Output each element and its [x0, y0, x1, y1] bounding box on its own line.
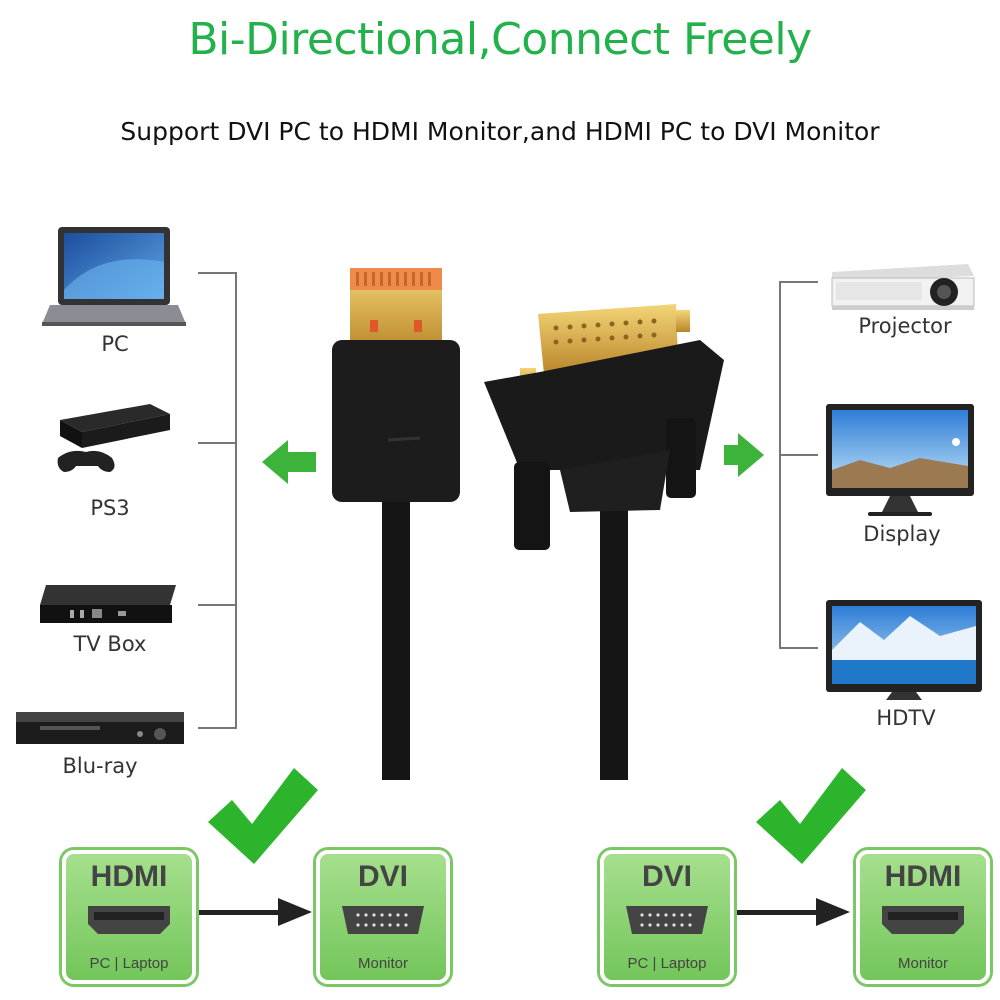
left-bracket: [198, 272, 237, 729]
laptop-icon: [42, 227, 186, 326]
monitor-icon: [826, 404, 974, 516]
badge-title: HDMI: [90, 860, 168, 893]
source-label-tvbox: TV Box: [73, 632, 147, 656]
check-icon-left: [208, 768, 318, 864]
badge-title: DVI: [641, 860, 692, 893]
display-label-projector: Projector: [858, 314, 952, 338]
hdtv-icon: [826, 600, 982, 700]
page-subtitle: Support DVI PC to HDMI Monitor,and HDMI …: [120, 117, 880, 146]
badge-hdmi-source: HDMI PC | Laptop: [62, 850, 196, 984]
badge-title: DVI: [357, 860, 408, 893]
source-label-bluray: Blu-ray: [62, 754, 138, 778]
game-console-icon: [57, 404, 170, 472]
hdmi-port-icon: [88, 906, 170, 934]
check-icon-right: [756, 768, 866, 864]
badge-subtitle: Monitor: [897, 955, 949, 972]
projector-icon: [831, 264, 975, 310]
right-arrow-icon: [724, 433, 764, 477]
display-label-hdtv: HDTV: [876, 706, 936, 730]
cable-icon: [382, 500, 628, 780]
bluray-player-icon: [16, 712, 184, 744]
badge-subtitle: Monitor: [357, 955, 409, 972]
page-title: Bi-Directional,Connect Freely: [188, 14, 812, 65]
badge-dvi-target: DVI Monitor: [316, 850, 450, 984]
display-label-display: Display: [863, 522, 941, 546]
dvi-port-icon: [342, 906, 424, 934]
right-bracket: [779, 281, 818, 649]
source-label-ps3: PS3: [90, 496, 130, 520]
left-arrow-icon: [262, 440, 316, 484]
hdmi-connector-icon: [332, 268, 460, 502]
hdmi-port-icon: [882, 906, 964, 934]
badge-subtitle: PC | Laptop: [627, 955, 707, 972]
badge-title: HDMI: [884, 860, 962, 893]
connect-arrow-left: [190, 898, 312, 926]
badge-hdmi-target: HDMI Monitor: [856, 850, 990, 984]
connect-arrow-right: [728, 898, 850, 926]
dvi-connector-icon: [484, 304, 724, 550]
source-label-pc: PC: [101, 332, 129, 356]
badge-dvi-source: DVI PC | Laptop: [600, 850, 734, 984]
tv-box-icon: [40, 585, 176, 623]
badge-subtitle: PC | Laptop: [89, 955, 169, 972]
dvi-port-icon: [626, 906, 708, 934]
